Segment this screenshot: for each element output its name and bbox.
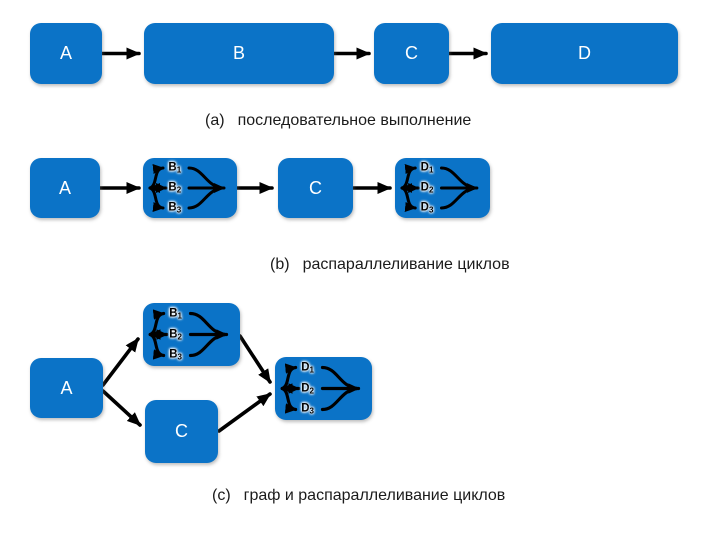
parallel-item-label: D1 — [301, 360, 314, 374]
parallel-item-label: B2 — [169, 327, 182, 341]
node-letter: A — [58, 177, 71, 198]
node-letter: B — [232, 43, 245, 63]
caption-b: (b) распараллеливание циклов — [270, 256, 510, 274]
node-a-row-c: A — [30, 358, 103, 418]
caption-text: последовательное выполнение — [237, 112, 472, 129]
node-c-row-a: C — [374, 23, 449, 84]
parallel-item-label: B1 — [168, 161, 182, 175]
caption-a: (a) последовательное выполнение — [205, 112, 471, 130]
node-d-row-a: D — [491, 23, 678, 84]
node-letter: D — [578, 43, 591, 63]
parallel-fan-arrows — [280, 363, 361, 414]
parallel-item-label: B3 — [169, 348, 182, 362]
parallel-fan-arrows — [148, 309, 229, 360]
parallel-item-label: D3 — [301, 402, 314, 416]
node-letter: C — [309, 177, 322, 198]
arrow-c-row-a-to-c — [101, 389, 142, 427]
node-b-row-a: B — [144, 23, 334, 84]
parallel-item-label: B1 — [169, 306, 182, 320]
node-c-row-c: C — [145, 400, 218, 463]
parallel-box-d-row-c: D1 D2 D3 — [275, 357, 372, 420]
caption-prefix: (b) — [270, 256, 290, 273]
parallel-item-label: B3 — [168, 201, 182, 215]
arrow-c-row-a-to-bpar — [101, 337, 140, 387]
arrow-c-row-c-to-dpar — [217, 392, 272, 433]
node-a-row-a: A — [30, 23, 102, 84]
parallel-item-label: D2 — [301, 381, 314, 395]
parallel-item-label: D1 — [420, 161, 434, 175]
caption-prefix: (a) — [205, 112, 225, 129]
parallel-item-label: D2 — [420, 181, 434, 195]
parallel-item-label: B2 — [168, 181, 182, 195]
arrow-c-row-bpar-to-dpar — [238, 334, 272, 384]
node-a-row-b: A — [30, 158, 100, 218]
node-letter: C — [405, 43, 418, 63]
caption-prefix: (c) — [212, 487, 231, 504]
parallel-box-d-row-b: D1 D2 D3 — [395, 158, 490, 218]
caption-text: граф и распараллеливание циклов — [243, 487, 506, 504]
parallel-box-b-row-c: B1 B2 B3 — [143, 303, 240, 366]
node-letter: C — [175, 421, 188, 441]
node-letter: A — [60, 377, 73, 398]
parallel-item-label: D3 — [420, 201, 434, 215]
node-letter: A — [59, 43, 72, 63]
parallel-fan-arrows — [400, 164, 479, 212]
parallel-fan-arrows — [148, 164, 226, 212]
caption-text: распараллеливание циклов — [302, 256, 510, 273]
parallel-box-b-row-b: B1 B2 B3 — [143, 158, 237, 218]
node-c-row-b: C — [278, 158, 353, 218]
caption-c: (c) граф и распараллеливание циклов — [212, 487, 505, 505]
